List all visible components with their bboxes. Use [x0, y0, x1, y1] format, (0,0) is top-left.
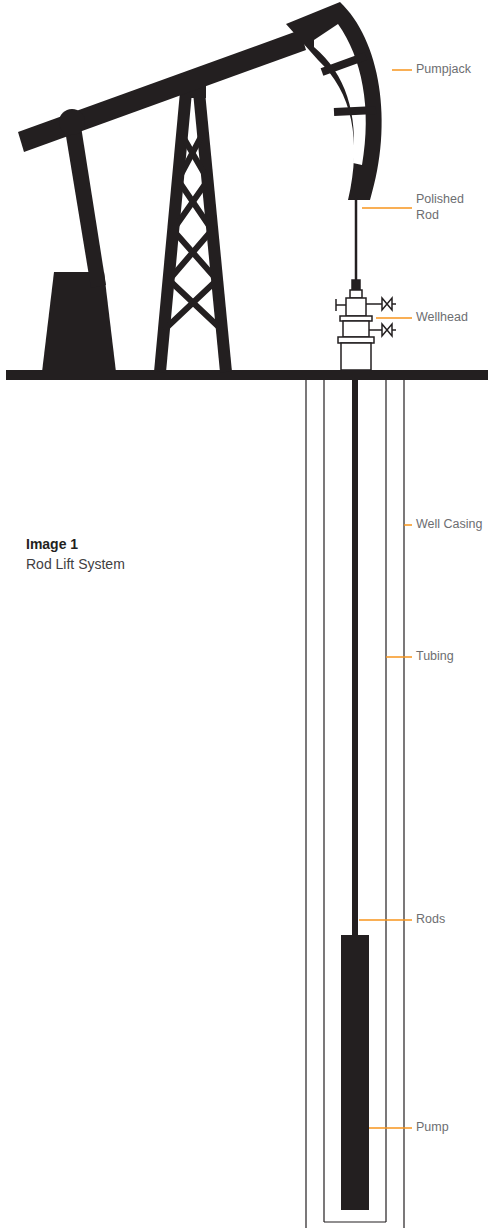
sucker-rods — [352, 380, 358, 940]
horsehead — [286, 2, 382, 200]
downhole-pump — [341, 935, 369, 1210]
pitman-arm — [64, 120, 106, 288]
pumpjack-base — [42, 272, 116, 372]
leader-lines — [359, 70, 412, 1128]
figure-caption: Rod Lift System — [26, 556, 125, 574]
horsehead-window — [314, 24, 366, 165]
walking-beam — [18, 30, 306, 152]
part-label: Pump — [416, 1120, 449, 1136]
wellhead — [336, 280, 396, 370]
horsehead-spokes — [322, 56, 376, 112]
part-label: Well Casing — [416, 517, 482, 533]
part-label: Pumpjack — [416, 62, 471, 78]
well-casing — [306, 380, 404, 1228]
part-label: Tubing — [416, 649, 454, 665]
part-label: Polished Rod — [416, 192, 478, 223]
equalizer-bearing — [59, 109, 85, 135]
part-label: Wellhead — [416, 310, 468, 326]
tubing — [324, 380, 386, 1222]
samson-post — [160, 92, 226, 372]
part-label: Rods — [416, 912, 445, 928]
figure-number: Image 1 — [26, 536, 78, 554]
polished-rod — [355, 198, 358, 282]
